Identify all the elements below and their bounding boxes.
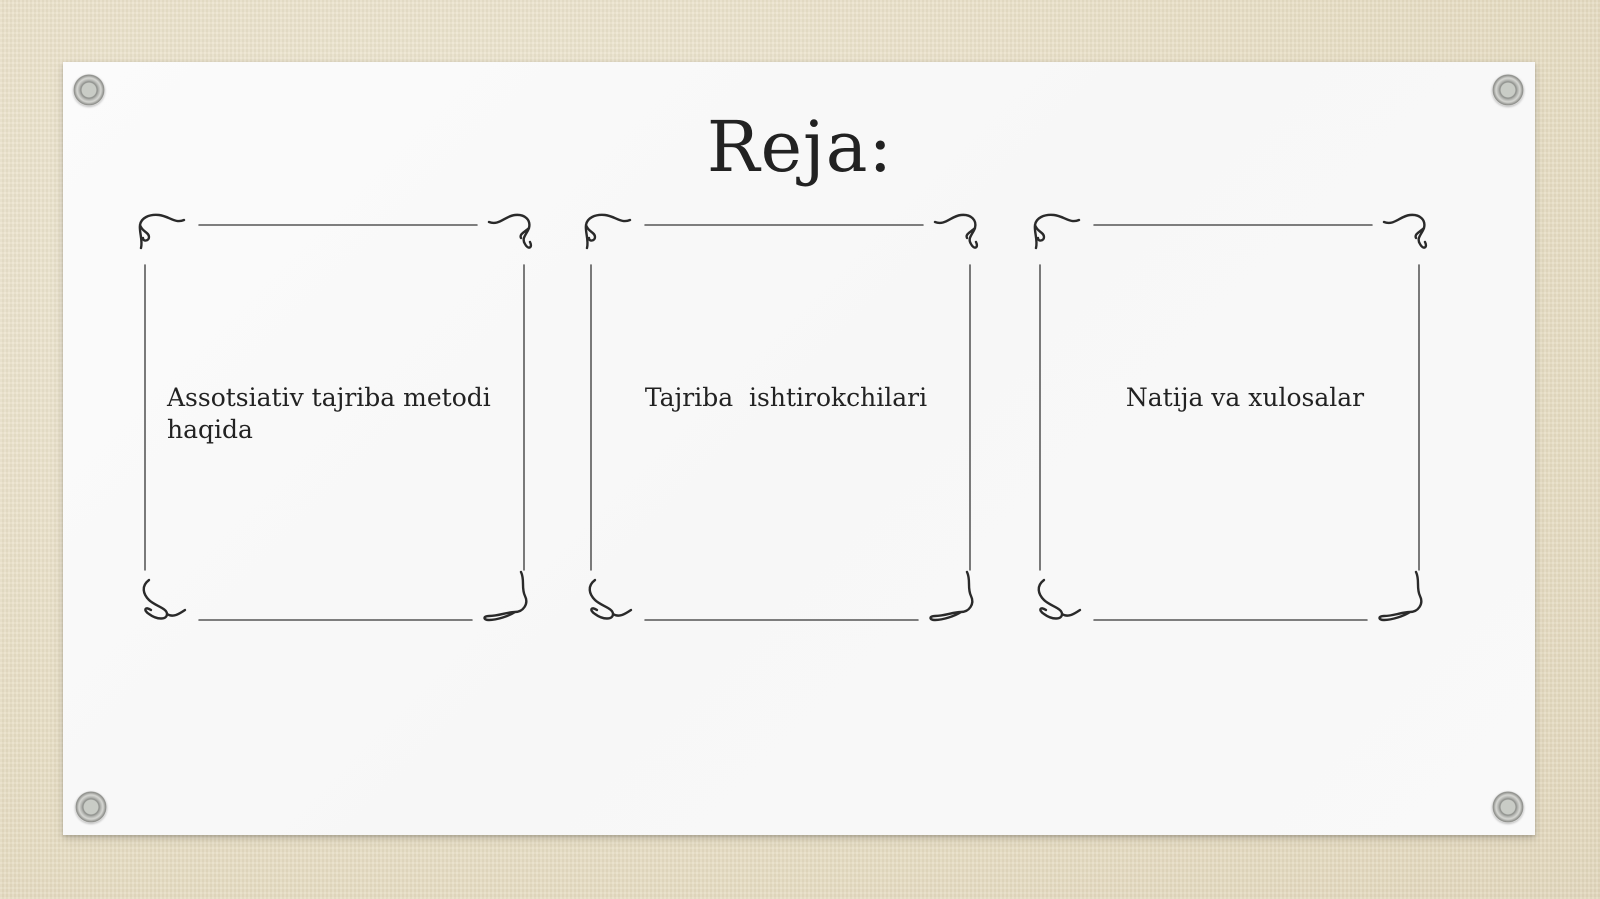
grommet-top-left-icon	[73, 74, 105, 106]
plan-item-frame-2: Tajriba ishtirokchilari	[583, 210, 989, 626]
slide-paper	[63, 62, 1535, 835]
plan-item-label: Assotsiativ tajriba metodi haqida	[167, 383, 491, 444]
ornamental-frame-icon	[584, 213, 979, 622]
ornamental-frame-icon	[1033, 213, 1428, 622]
grommet-bottom-right-icon	[1492, 791, 1524, 823]
grommet-top-right-icon	[1492, 74, 1524, 106]
slide-title: Reja:	[706, 106, 894, 188]
grommet-bottom-left-icon	[75, 791, 107, 823]
ornamental-frame-icon	[138, 213, 533, 622]
plan-item-label: Tajriba ishtirokchilari	[644, 383, 928, 412]
plan-item-frame-3: Natija va xulosalar	[1032, 210, 1438, 626]
plan-item-label: Natija va xulosalar	[1125, 383, 1365, 412]
plan-item-frame-1: Assotsiativ tajriba metodi haqida	[137, 210, 543, 626]
